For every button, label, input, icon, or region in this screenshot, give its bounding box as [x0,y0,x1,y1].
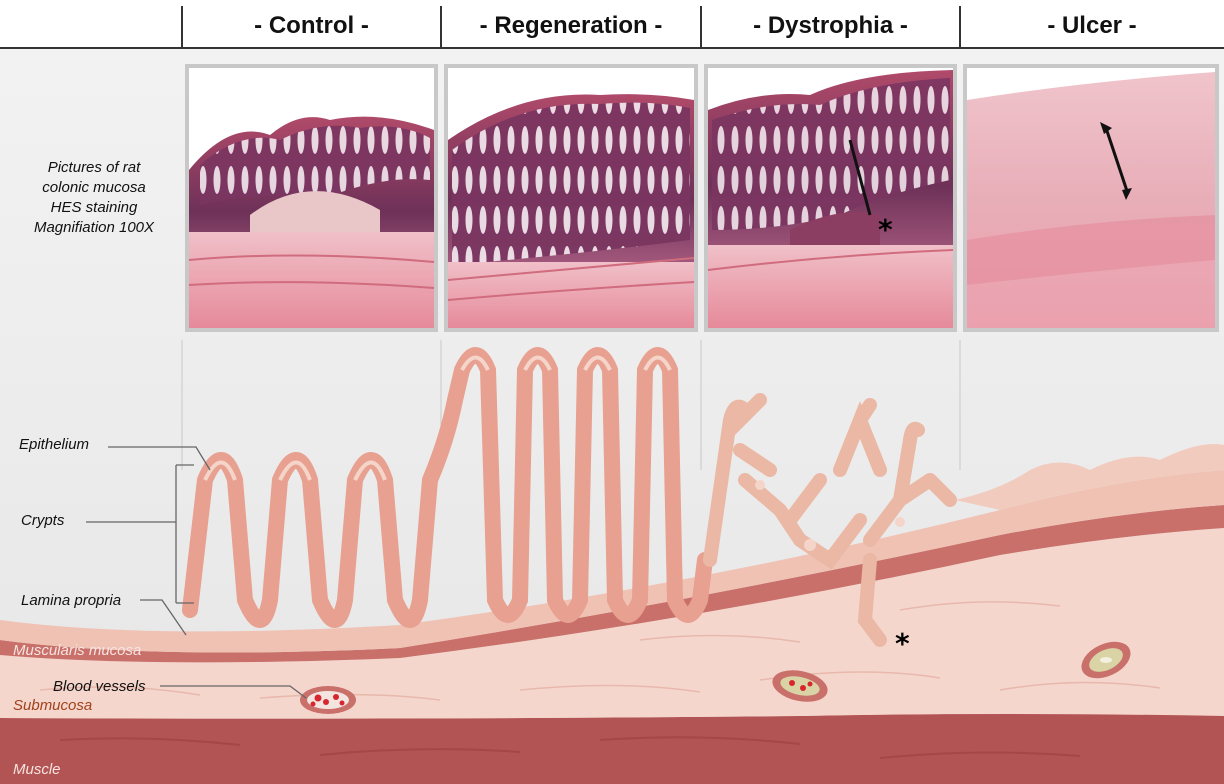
caption-line: HES staining [10,198,178,218]
lamina-propria-label: Lamina propria [21,592,121,609]
column-header-dystrophia: - Dystrophia - [701,6,960,46]
photo-caption: Pictures of rat colonic mucosa HES stain… [10,158,178,238]
muscle-label: Muscle [13,761,61,778]
column-header-ulcer: - Ulcer - [960,6,1224,46]
asterisk-marker-photo: * [878,213,893,246]
muscularis-mucosa-label: Muscularis mucosa [13,642,141,659]
photo-control [185,64,438,332]
blood-vessel-control [300,686,356,714]
column-header-regeneration: - Regeneration - [441,6,701,46]
caption-line: Magnifiation 100X [10,218,178,238]
photo-ulcer [963,64,1219,332]
crypts-label: Crypts [21,512,64,529]
blood-vessels-label: Blood vessels [53,678,146,695]
epithelium-label: Epithelium [19,436,89,453]
caption-line: Pictures of rat [10,158,178,178]
caption-line: colonic mucosa [10,178,178,198]
submucosa-label: Submucosa [13,697,92,714]
photo-regeneration [444,64,698,332]
muscle-layer [0,713,1224,784]
column-header-control: - Control - [182,6,441,46]
photo-dystrophia [704,64,957,332]
asterisk-marker-diagram: * [895,627,910,660]
